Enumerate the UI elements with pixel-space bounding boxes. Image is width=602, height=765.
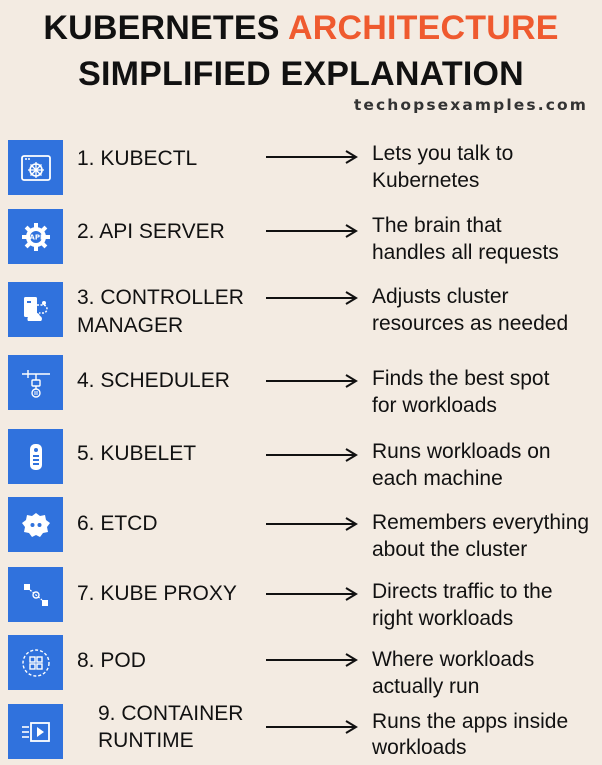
component-name: 4. SCHEDULER [77,369,230,392]
arrow-icon [266,291,358,305]
title-architecture: ARCHITECTURE [288,9,559,47]
component-description: The brain that handles all requests [372,214,559,264]
component-description: Adjusts cluster resources as needed [372,285,569,335]
component-row-etcd: 6. ETCD Remembers everything about the c… [0,497,602,561]
arrow-icon [266,517,358,531]
component-description: Finds the best spot for workloads [372,367,550,417]
component-description: Runs the apps inside workloads [372,710,569,759]
arrow-icon [266,374,358,388]
arrow-icon [266,224,358,238]
arrow-icon [266,653,358,667]
component-row-controller-manager: 3. CONTROLLER MANAGER Adjusts cluster re… [0,280,602,340]
etcd-icon [8,497,63,552]
component-row-pod: 8. POD Where workloads actually run [0,635,602,698]
kube-proxy-icon [8,567,63,622]
component-row-kubelet: 5. KUBELET Runs workloads on each machin… [0,429,602,490]
pod-icon [8,635,63,690]
arrow-icon [266,448,358,462]
kubernetes-wheel-icon [8,140,63,195]
component-name: 1. KUBECTL [77,147,198,170]
component-name: 9. CONTAINER RUNTIME [98,702,244,752]
page-title: KUBERNETES ARCHITECTURE [0,8,602,48]
component-row-kube-proxy: 7. KUBE PROXY Directs traffic to the rig… [0,566,602,630]
component-name: 5. KUBELET [77,442,197,465]
component-description: Lets you talk to Kubernetes [372,142,514,192]
component-name: 6. ETCD [77,512,158,535]
component-name: 8. POD [77,649,146,672]
arrow-icon [266,587,358,601]
arrow-icon [266,720,358,734]
component-name: 7. KUBE PROXY [77,582,237,605]
title-kubernetes: KUBERNETES [43,9,280,47]
component-description: Runs workloads on each machine [372,440,551,490]
component-name: 2. API SERVER [77,220,225,243]
page-subtitle: SIMPLIFIED EXPLANATION [78,55,524,93]
component-description: Where workloads actually run [372,648,535,698]
api-gear-icon: API [8,209,63,264]
scheduler-icon [8,355,63,410]
component-row-kubectl: 1. KUBECTL Lets you talk to Kubernetes [0,139,602,199]
component-description: Remembers everything about the cluster [372,511,590,561]
controller-manager-icon [8,282,63,337]
arrow-icon [266,150,358,164]
component-name: 3. CONTROLLER MANAGER [77,286,244,337]
container-runtime-icon [8,704,63,759]
component-row-api-server: API 2. API SERVER The brain that handles… [0,209,602,269]
kubelet-remote-icon [8,429,63,484]
component-description: Directs traffic to the right workloads [372,580,553,630]
svg-text:API: API [29,233,42,241]
component-row-scheduler: 4. SCHEDULER Finds the best spot for wor… [0,355,602,417]
site-url: techopsexamples.com [353,96,588,114]
component-row-container-runtime: 9. CONTAINER RUNTIME Runs the apps insid… [0,702,602,763]
